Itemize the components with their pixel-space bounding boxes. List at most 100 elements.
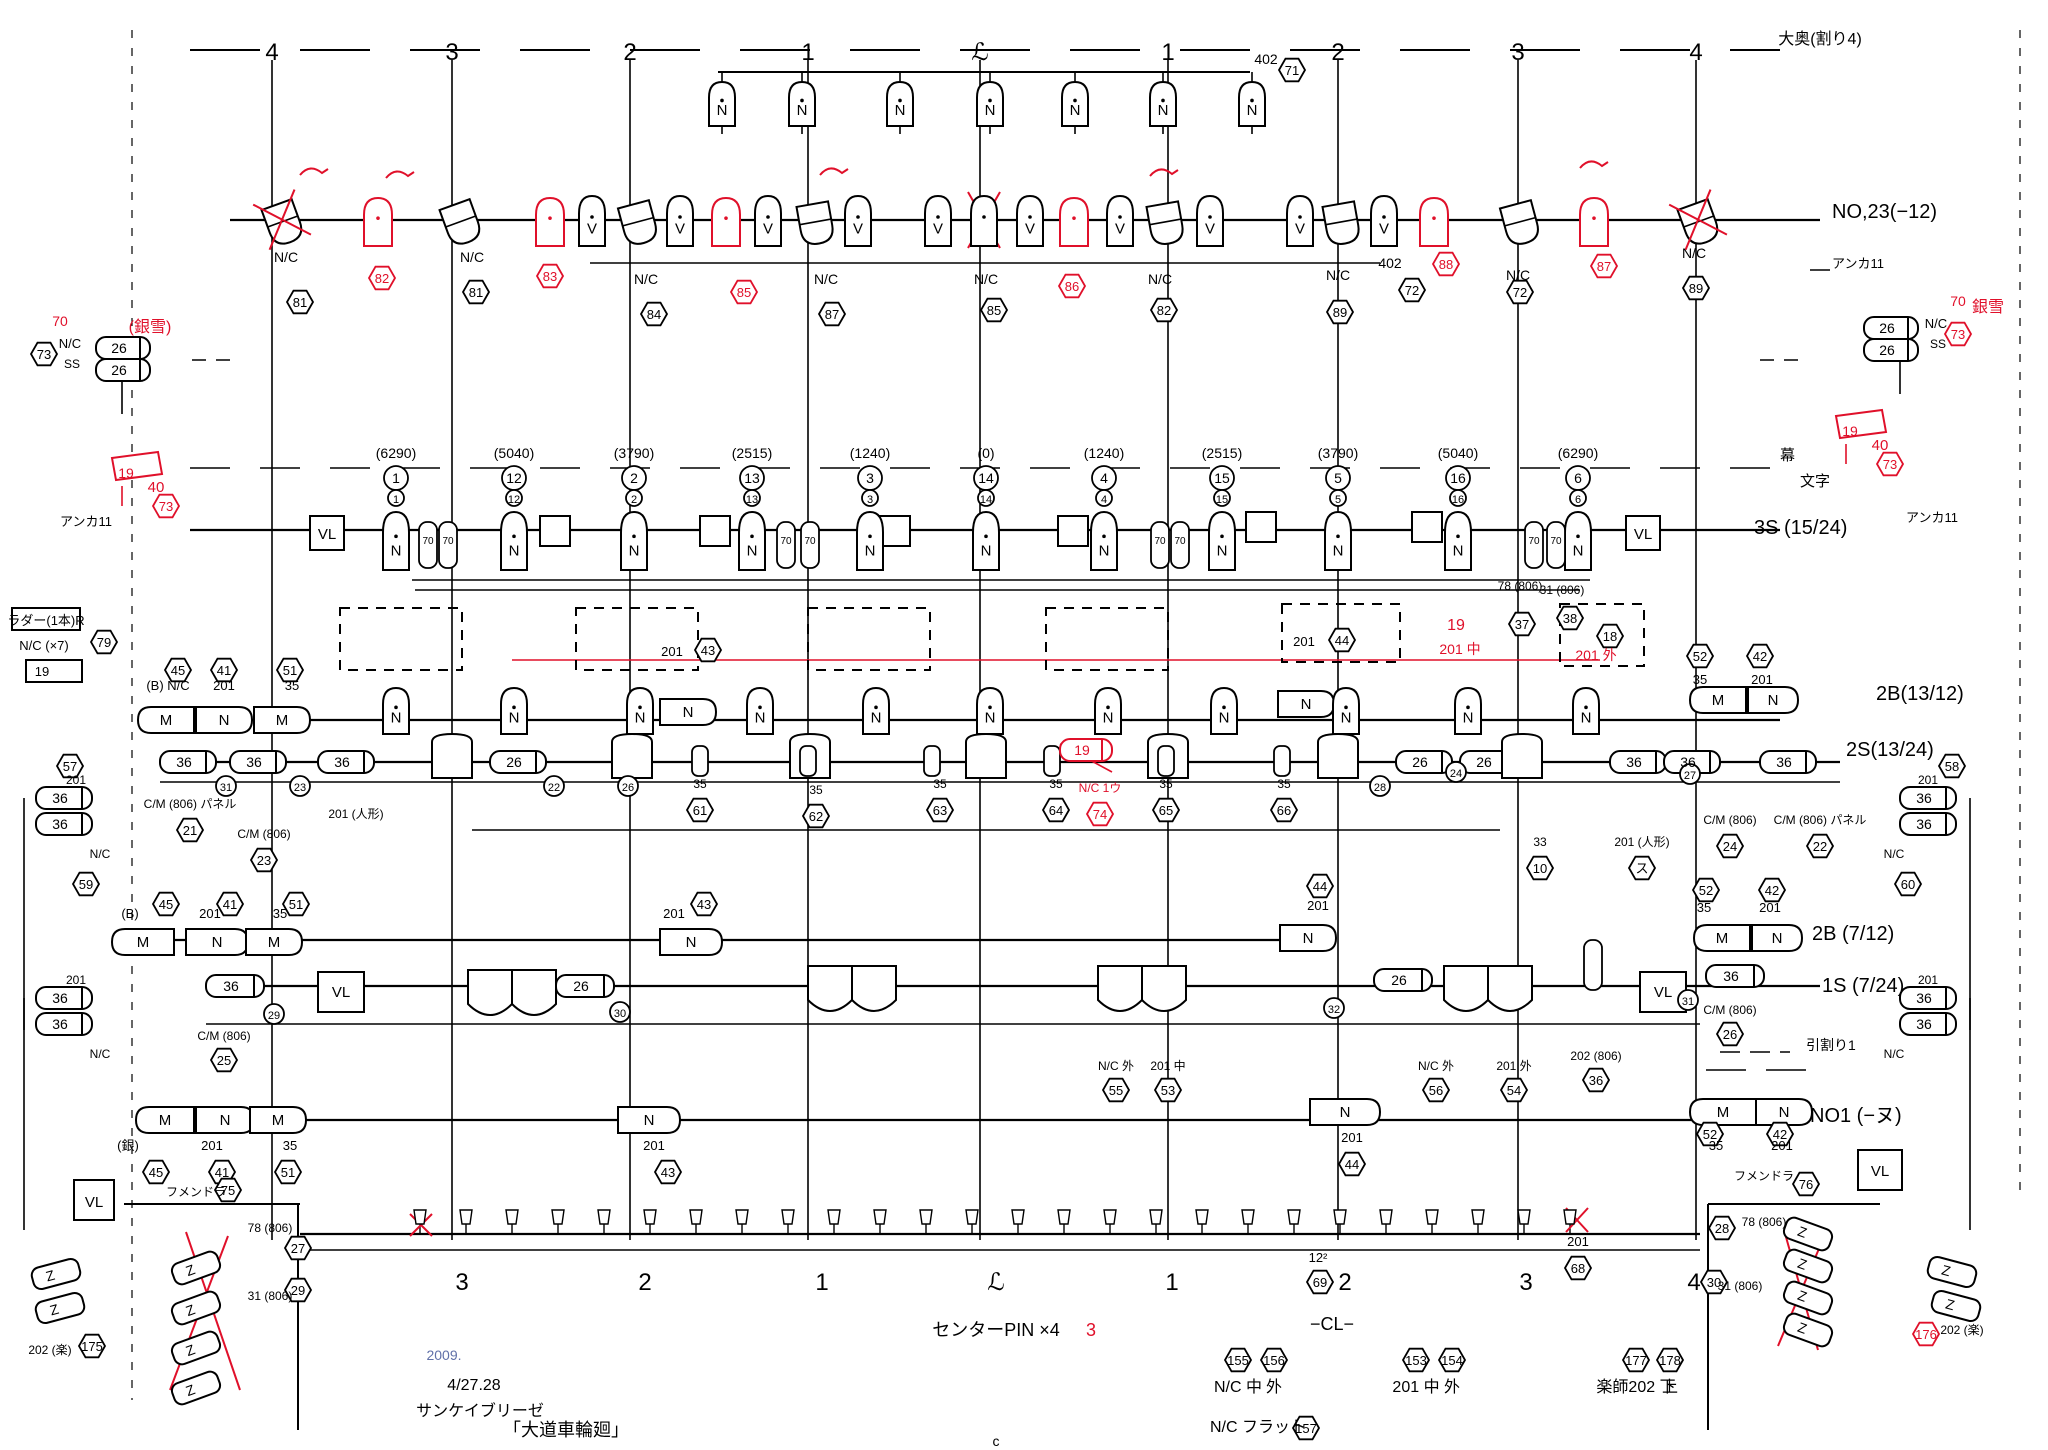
- fixture-type-letter: M: [276, 712, 289, 729]
- fixture-note: 201 中: [1150, 1058, 1185, 1073]
- hex-number-badge: [1589, 253, 1619, 279]
- spotlight-fixture: [788, 80, 816, 127]
- fixture-note: 201: [1751, 672, 1773, 687]
- circle-number-badge: [1213, 489, 1231, 507]
- horizontal-fixture: [1309, 1098, 1382, 1126]
- hex-number-text: 178: [1659, 1353, 1681, 1368]
- circle-number-text: 32: [1328, 1004, 1340, 1016]
- barrel-fixture: [35, 812, 93, 836]
- circle-number-badge: [625, 489, 643, 507]
- hex-number-badge: [1621, 1347, 1651, 1373]
- small-fixture-num: 70: [442, 536, 454, 547]
- circle-number-badge: [1445, 761, 1467, 783]
- barrel-fixture: [35, 986, 93, 1010]
- column-number-bottom: 1: [1165, 1269, 1178, 1296]
- fixture-dot: [512, 534, 516, 539]
- center-pin-note: センターPIN ×4: [932, 1320, 1060, 1340]
- fixture-note: N/C: [634, 271, 658, 287]
- barrel-fixture: [1059, 738, 1113, 762]
- barrel-fixture: [1705, 964, 1765, 988]
- hex-number-text: 156: [1263, 1353, 1285, 1368]
- fixture-type-letter: N: [219, 712, 230, 729]
- footer-page: c: [993, 1433, 1000, 1449]
- hex-number-badge: [685, 797, 715, 823]
- fixture-type-letter: 36: [52, 990, 68, 1006]
- ladder-unit-num: 19: [35, 664, 49, 679]
- footer-year: 2009.: [426, 1347, 461, 1363]
- fixture-line: [1325, 218, 1358, 226]
- hex-number-text: 45: [171, 663, 185, 678]
- fixture-type-letter: V: [1295, 221, 1305, 238]
- fixture-dot: [874, 705, 878, 710]
- hex-number-text: 155: [1227, 1353, 1249, 1368]
- bottom-note: 201: [1567, 1234, 1589, 1249]
- small-lamp: [413, 1209, 427, 1225]
- fixture-dot: [988, 98, 992, 103]
- spotlight-fixture: [1106, 194, 1134, 247]
- circle-number-text: 1: [393, 494, 399, 506]
- hex-number-badge: [1791, 1171, 1821, 1197]
- hex-number-text: 84: [647, 307, 661, 322]
- fixture-dot: [898, 98, 902, 103]
- spotlight-fixture: [886, 80, 914, 127]
- barrel-fixture: [1899, 1012, 1957, 1036]
- box: [309, 515, 345, 551]
- fixture-type-letter: N: [212, 934, 223, 951]
- hex-number-text: 73: [1883, 457, 1897, 472]
- fixture-dot: [376, 216, 380, 220]
- spotlight-fixture: [1090, 510, 1118, 571]
- spotlight-fixture: [1094, 686, 1122, 735]
- fixture-type-letter: N: [871, 710, 882, 727]
- hex-number-text: 176: [1915, 1327, 1937, 1342]
- circle-number-badge: [387, 489, 405, 507]
- fixture-type-letter: 36: [1680, 754, 1696, 770]
- fixture-note: C/M (806): [237, 827, 290, 841]
- side-box-note: 銀雪: [1972, 298, 2004, 316]
- z-fixture-body: [1782, 1312, 1834, 1348]
- small-lamp: [1241, 1209, 1255, 1225]
- hex-number-text: 43: [661, 1165, 675, 1180]
- hex-number-badge: [1805, 833, 1835, 859]
- hex-number-badge: [151, 493, 181, 519]
- hex-number-text: 26: [1723, 1027, 1737, 1042]
- hex-number-badge: [1401, 1347, 1431, 1373]
- hex-number-badge: [1269, 797, 1299, 823]
- fixture-type-letter: 26: [1391, 972, 1407, 988]
- fixture-dot: [638, 705, 642, 710]
- dashed-zone: [1559, 603, 1645, 667]
- fixture-note: (B): [121, 906, 138, 921]
- fixture-note: 35: [1277, 777, 1291, 791]
- red-side-fixture: [1834, 408, 1888, 440]
- center-pin-red: 3: [1086, 1320, 1096, 1340]
- circle-number-badge: [1329, 489, 1347, 507]
- hex-number-badge: [1695, 1121, 1725, 1147]
- fixture-type-letter: 36: [223, 978, 239, 994]
- fixture-dot: [868, 534, 872, 539]
- side-stack-note: 201: [66, 973, 86, 987]
- hex-number-text: 21: [183, 823, 197, 838]
- hex-number-text: 28: [1715, 1221, 1729, 1236]
- hex-number-badge: [275, 657, 305, 683]
- hex-number-badge: [1337, 1151, 1367, 1177]
- side-stack-nc: N/C: [1884, 1047, 1905, 1061]
- fixture-type-letter: N: [1099, 543, 1110, 560]
- followspot-fixture: [1141, 965, 1187, 1012]
- legend-label: N/C フラット: [1210, 1419, 1306, 1436]
- barrel-fixture: [1863, 338, 1919, 362]
- hex-number-text: 69: [1313, 1275, 1327, 1290]
- spotlight-fixture: [1286, 194, 1314, 247]
- hex-number-badge: [1223, 1347, 1253, 1373]
- spotlight-fixture: [1419, 196, 1449, 247]
- fixture-type-letter: V: [675, 221, 685, 238]
- vl-label: VL: [1634, 526, 1652, 543]
- fixture-type-letter: N: [686, 934, 697, 951]
- hex-number-text: 175: [81, 1339, 103, 1354]
- fixture-type-letter: 36: [1916, 816, 1932, 832]
- hex-number-badge: [141, 1159, 171, 1185]
- fixture-type-letter: N: [1463, 710, 1474, 727]
- fixture-line: [1504, 216, 1536, 227]
- spotlight-fixture: [1332, 686, 1360, 735]
- small-lamp: [827, 1209, 841, 1225]
- fixture-type-letter: 26: [573, 978, 589, 994]
- circle-number-text: 26: [622, 782, 634, 794]
